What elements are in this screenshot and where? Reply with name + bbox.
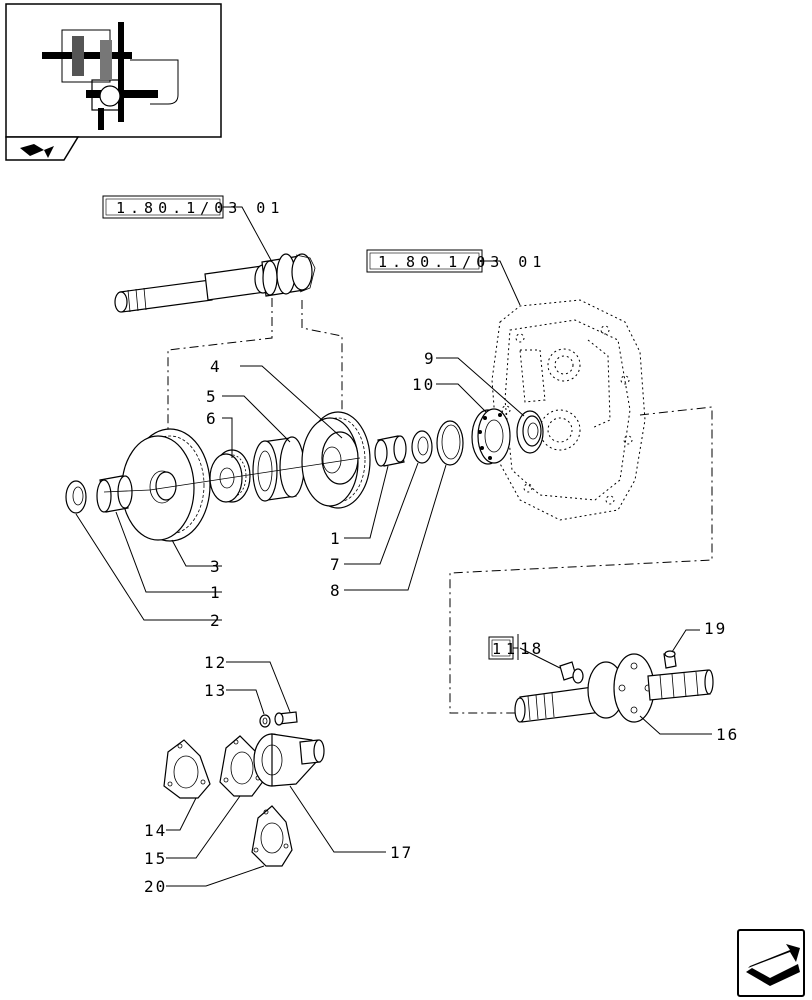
callout-3: 3 bbox=[210, 557, 222, 576]
bushing-1-right bbox=[374, 435, 407, 467]
large-gear-3 bbox=[121, 428, 211, 542]
callout-20: 20 bbox=[144, 877, 167, 896]
callout-7: 7 bbox=[330, 555, 342, 574]
bearing-10 bbox=[471, 408, 511, 465]
callout-9: 9 bbox=[424, 349, 436, 368]
leader-lines bbox=[75, 357, 712, 887]
callout-5: 5 bbox=[206, 387, 218, 406]
gasket-14 bbox=[163, 739, 211, 799]
callout-15: 15 bbox=[144, 849, 167, 868]
large-gear-4 bbox=[301, 411, 371, 509]
ref-box-11[interactable]: 11 bbox=[488, 636, 520, 660]
housing-reference-label: 1.80.1/03 01 bbox=[378, 253, 546, 271]
gasket-15 bbox=[219, 735, 265, 797]
callout-labels: 4 5 6 3 1 2 1 7 8 9 10 12 13 14 15 20 17… bbox=[144, 349, 739, 896]
bushing-1-left bbox=[96, 475, 133, 513]
callout-14: 14 bbox=[144, 821, 167, 840]
washer-2 bbox=[65, 480, 87, 514]
gasket-20 bbox=[251, 805, 293, 867]
assembly-thumbnail[interactable] bbox=[5, 3, 222, 161]
callout-1-left: 1 bbox=[210, 583, 222, 602]
callout-8: 8 bbox=[330, 581, 342, 600]
shaft-reference-label: 1.80.1/03 01 bbox=[116, 199, 284, 217]
plug-19 bbox=[663, 650, 677, 669]
bolt-12 bbox=[274, 711, 298, 726]
callout-18: 18 bbox=[520, 639, 543, 658]
washer-7 bbox=[411, 430, 433, 464]
gearbox-housing bbox=[491, 299, 646, 521]
callout-6: 6 bbox=[206, 409, 218, 428]
callout-4: 4 bbox=[210, 357, 222, 376]
grease-fitting-18 bbox=[559, 661, 584, 684]
nut-13 bbox=[259, 714, 271, 728]
back-arrow-icon[interactable] bbox=[737, 929, 805, 997]
pto-housing-17 bbox=[253, 733, 325, 787]
shaft-reference-box[interactable]: 1.80.1/03 01 bbox=[102, 195, 284, 219]
callout-16: 16 bbox=[716, 725, 739, 744]
sliding-sleeve-5 bbox=[252, 436, 305, 502]
callout-2: 2 bbox=[210, 611, 222, 630]
ref-box-11-label: 11 bbox=[492, 640, 520, 658]
callout-1-right: 1 bbox=[330, 529, 342, 548]
callout-19: 19 bbox=[704, 619, 727, 638]
small-gear-6 bbox=[209, 449, 251, 503]
upper-shaft bbox=[114, 253, 316, 313]
housing-reference-box[interactable]: 1.80.1/03 01 bbox=[366, 249, 546, 273]
callout-12: 12 bbox=[204, 653, 227, 672]
callout-17: 17 bbox=[390, 843, 413, 862]
output-shaft-16 bbox=[514, 653, 714, 723]
callout-10: 10 bbox=[412, 375, 435, 394]
callout-13: 13 bbox=[204, 681, 227, 700]
snap-ring-8 bbox=[436, 420, 464, 466]
seal-9 bbox=[516, 410, 544, 454]
